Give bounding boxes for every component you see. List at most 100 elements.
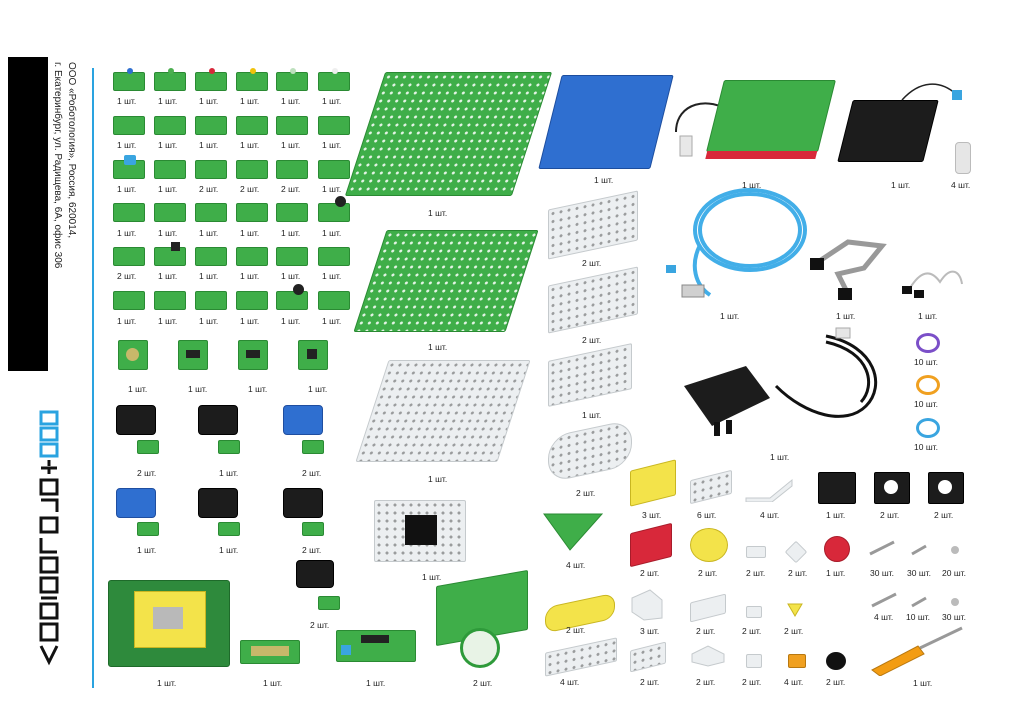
qty-label: 20 шт.: [942, 568, 966, 578]
qty-label: 2 шт.: [826, 677, 846, 687]
qty-label: 1 шт.: [281, 140, 301, 150]
blue-wire-coil: [916, 418, 940, 438]
module-board-wide: [336, 630, 416, 662]
qty-label: 2 шт.: [566, 625, 586, 635]
black-mount-plate: [818, 472, 856, 504]
controller-base-board: [108, 580, 230, 667]
qty-label: 1 шт.: [188, 384, 208, 394]
battery-wire: [901, 83, 962, 101]
module-board: [276, 68, 308, 91]
module-board: [113, 116, 145, 135]
qty-label: 1 шт.: [117, 140, 137, 150]
qty-label: 1 шт.: [157, 678, 177, 688]
screw-short: [911, 544, 927, 556]
module-board: [195, 203, 227, 222]
blue-led-matrix: [538, 75, 674, 169]
purple-wire-coil: [916, 333, 940, 353]
module-board: [318, 160, 350, 179]
white-l-bracket: [691, 645, 725, 667]
module-board-long: [240, 640, 300, 664]
qty-label: 10 шт.: [914, 442, 938, 452]
qty-label: 1 шт.: [240, 140, 260, 150]
small-white-part: [746, 546, 766, 558]
qty-label: 1 шт.: [199, 228, 219, 238]
qty-label: 1 шт.: [117, 184, 137, 194]
module-board: [195, 160, 227, 179]
qty-label: 1 шт.: [117, 228, 137, 238]
qty-label: 1 шт.: [158, 228, 178, 238]
module-board: [236, 291, 268, 310]
blue-usb-cable: [666, 188, 807, 298]
qty-label: 2 шт.: [310, 620, 330, 630]
qty-label: 1 шт.: [240, 96, 260, 106]
module-board: [276, 160, 308, 179]
qty-label: 1 шт.: [281, 316, 301, 326]
qty-label: 1 шт.: [594, 175, 614, 185]
qty-label: 1 шт.: [322, 184, 342, 194]
qty-label: 4 шт.: [560, 677, 580, 687]
nut-icon: [951, 546, 959, 554]
green-angle-plate: [353, 230, 539, 332]
module-board: [113, 68, 145, 91]
module-board: [236, 116, 268, 135]
qty-label: 4 шт.: [874, 612, 894, 622]
qty-label: 1 шт.: [240, 316, 260, 326]
qty-label: 1 шт.: [281, 271, 301, 281]
white-small-plate: [690, 469, 732, 505]
qty-label: 2 шт.: [240, 184, 260, 194]
qty-label: 2 шт.: [576, 488, 596, 498]
black-wheel-hub: [826, 652, 846, 670]
yellow-round-plate: [690, 528, 728, 562]
qty-label: 4 шт.: [951, 180, 971, 190]
white-oval-plate: [548, 419, 632, 483]
qty-label: 30 шт.: [907, 568, 931, 578]
qty-label: 2 шт.: [582, 335, 602, 345]
module-board: [218, 522, 240, 536]
module-board: [113, 203, 145, 222]
qty-label: 3 шт.: [640, 626, 660, 636]
module-board: [195, 247, 227, 266]
white-small-plate: [690, 593, 726, 623]
module-board: [154, 160, 186, 179]
driver-block: [283, 488, 323, 518]
module-board: [218, 440, 240, 454]
black-sidebar: [8, 57, 48, 371]
yellow-block: [630, 459, 676, 507]
white-strip: [548, 343, 632, 407]
servo-bracket: [374, 500, 466, 562]
module-board: [318, 116, 350, 135]
jumper-wire: [902, 270, 963, 298]
driver-block: [198, 488, 238, 518]
module-board: [302, 440, 324, 454]
module-board: [298, 340, 328, 370]
qty-label: 1 шт.: [742, 180, 762, 190]
qty-label: 2 шт.: [582, 258, 602, 268]
qty-label: 1 шт.: [158, 271, 178, 281]
driver-block: [198, 405, 238, 435]
driver-block: [296, 560, 334, 588]
qty-label: 6 шт.: [697, 510, 717, 520]
qty-label: 1 шт.: [918, 311, 938, 321]
white-perforated-plate: [355, 360, 531, 462]
red-block: [630, 522, 672, 568]
qty-label: 1 шт.: [826, 568, 846, 578]
module-board: [318, 196, 350, 222]
qty-label: 2 шт.: [746, 568, 766, 578]
small-white-part: [784, 540, 808, 564]
small-white-part: [746, 654, 762, 668]
driver-block: [116, 405, 156, 435]
qty-label: 2 шт.: [742, 677, 762, 687]
qty-label: 1 шт.: [219, 545, 239, 555]
orange-wire-coil: [916, 375, 940, 395]
nut-icon: [951, 598, 959, 606]
qty-label: 2 шт.: [199, 184, 219, 194]
screw-long: [869, 540, 895, 556]
qty-label: 2 шт.: [281, 184, 301, 194]
qty-label: 1 шт.: [428, 474, 448, 484]
ribbon-cable: [810, 239, 887, 300]
qty-label: 1 шт.: [322, 316, 342, 326]
qty-label: 3 шт.: [642, 510, 662, 520]
module-board: [276, 247, 308, 266]
qty-label: 1 шт.: [582, 410, 602, 420]
qty-label: 2 шт.: [302, 468, 322, 478]
